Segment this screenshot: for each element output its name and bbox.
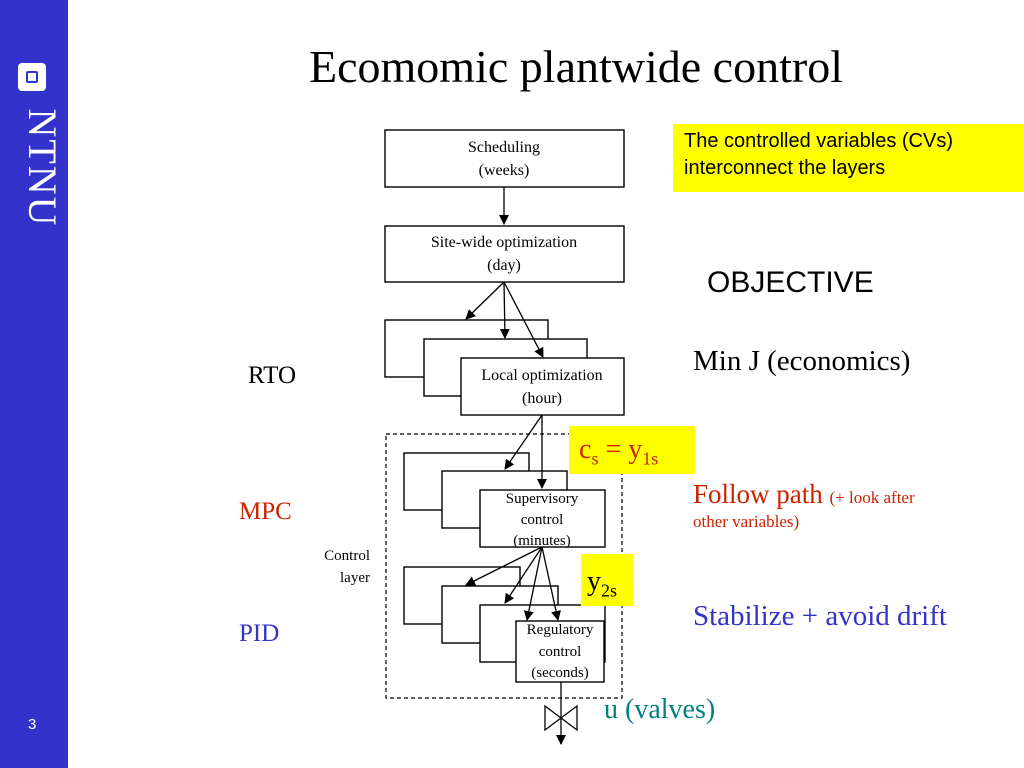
arrow-local-supervisory-a bbox=[504, 414, 543, 470]
page-number: 3 bbox=[28, 716, 37, 733]
arrow-sitewide-local-b bbox=[499, 281, 510, 339]
arrow-sitewide-local-a bbox=[465, 281, 505, 320]
valves-label: u (valves) bbox=[604, 694, 716, 725]
sidebar: NTNU 3 bbox=[0, 0, 68, 768]
supervisory-box bbox=[479, 489, 606, 548]
local-opt-label: Local optimization bbox=[481, 367, 602, 384]
sitewide-box bbox=[384, 225, 625, 283]
cv-setpoint-supervisory: cs = y1s bbox=[569, 426, 695, 474]
objective-heading: OBJECTIVE bbox=[707, 266, 874, 299]
scheduling-period: (weeks) bbox=[479, 162, 530, 179]
goal-stabilize: Stabilize + avoid drift bbox=[693, 600, 947, 632]
cv-setpoint-regulatory: y2s bbox=[581, 554, 633, 606]
scheduling-box bbox=[384, 129, 625, 188]
cv-note-line2: interconnect the layers bbox=[684, 157, 886, 179]
ntnu-logo-icon bbox=[18, 63, 46, 91]
arrow-sup-reg-b bbox=[504, 546, 543, 604]
scheduling-label: Scheduling bbox=[468, 139, 540, 156]
cv-note-line1: The controlled variables (CVs) bbox=[684, 130, 953, 152]
regulatory-period: (seconds) bbox=[531, 665, 588, 681]
cs-base: c bbox=[579, 434, 592, 465]
sitewide-period: (day) bbox=[487, 257, 521, 274]
local-opt-period: (hour) bbox=[522, 390, 562, 407]
goal-follow-path-label: Follow path bbox=[693, 479, 823, 509]
y2s-base: y bbox=[587, 566, 601, 597]
goal-follow-path: Follow path (+ look after bbox=[693, 479, 915, 510]
slide-title: Ecomomic plantwide control bbox=[309, 41, 843, 92]
regulatory-box bbox=[515, 620, 605, 683]
sitewide-label: Site-wide optimization bbox=[431, 234, 577, 251]
control-layer-label-2: layer bbox=[340, 570, 370, 586]
cs-sub2: 1s bbox=[642, 448, 659, 469]
regulatory-label: Regulatory bbox=[527, 622, 594, 638]
layer-label-pid: PID bbox=[239, 620, 280, 647]
layer-label-rto: RTO bbox=[248, 362, 297, 389]
arrow-sup-reg-a bbox=[465, 546, 543, 586]
goal-follow-path-note-a: (+ look after bbox=[829, 488, 915, 507]
layer-label-mpc: MPC bbox=[239, 498, 292, 525]
regulatory-label-2: control bbox=[539, 644, 582, 660]
goal-min-j: Min J (economics) bbox=[693, 345, 911, 377]
supervisory-label-2: control bbox=[521, 512, 564, 528]
cv-note: The controlled variables (CVs) interconn… bbox=[673, 124, 1024, 192]
supervisory-label: Supervisory bbox=[506, 491, 579, 507]
cs-eq: = y bbox=[598, 434, 643, 465]
valve-icon bbox=[544, 704, 578, 732]
arrow-sup-reg-d bbox=[541, 546, 561, 621]
arrow-sup-reg-c bbox=[523, 546, 543, 621]
y2s-sub: 2s bbox=[601, 580, 618, 601]
arrow-sitewide-local-c bbox=[503, 281, 544, 358]
supervisory-period: (minutes) bbox=[513, 533, 571, 549]
control-layer-label: Control bbox=[324, 548, 370, 564]
goal-follow-path-note-b: other variables) bbox=[693, 512, 800, 531]
cs-sub: s bbox=[591, 448, 599, 469]
